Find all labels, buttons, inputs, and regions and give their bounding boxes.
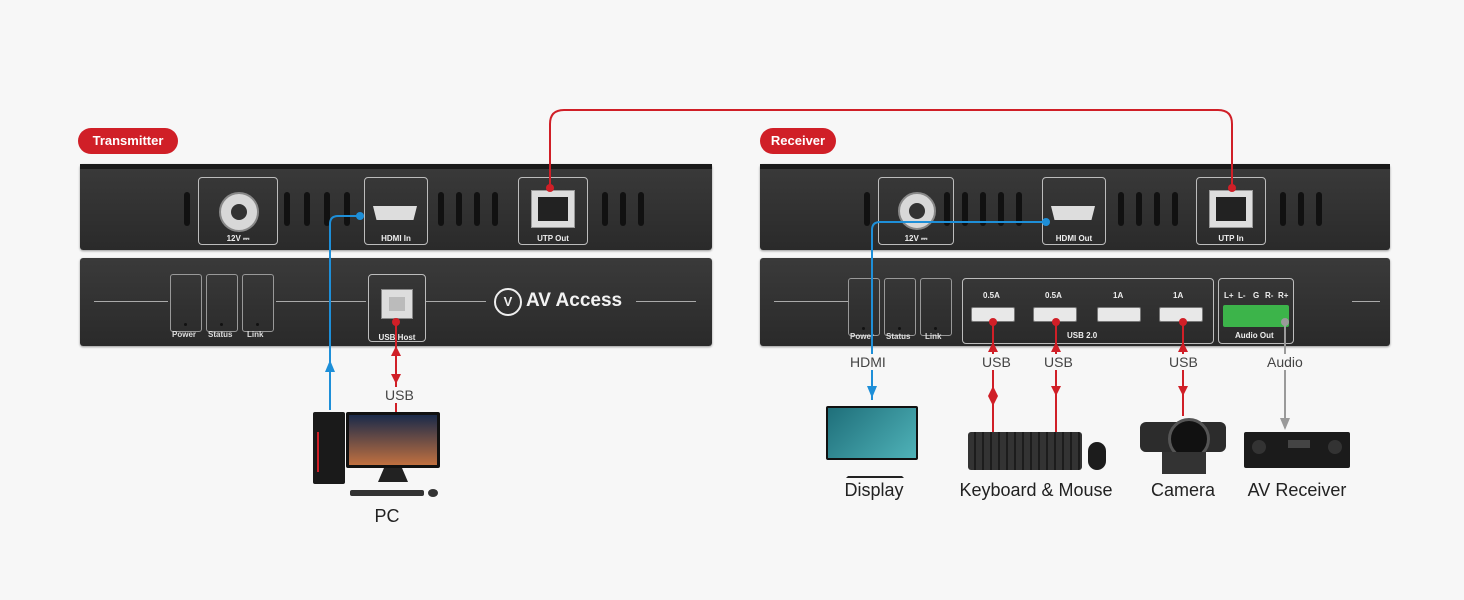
receiver-badge: Receiver [760, 128, 836, 154]
camera-label: Camera [1150, 480, 1216, 500]
usb-label-3: USB [1169, 354, 1198, 370]
tx-led-power [170, 274, 202, 332]
av-receiver-icon [1244, 432, 1350, 468]
usb-a-port-icon [1097, 307, 1141, 322]
rx-hdmi-out-port: HDMI Out [1042, 177, 1106, 245]
display-icon [826, 406, 918, 460]
tx-led-status [206, 274, 238, 332]
camera-icon [1140, 418, 1226, 460]
pc-label: PC [374, 506, 400, 526]
usb-label-1: USB [982, 354, 1011, 370]
rx-led-link [920, 278, 952, 336]
pc-usb-label: USB [385, 387, 414, 403]
pc-tower-icon [313, 412, 345, 484]
keyboard-icon [968, 432, 1082, 470]
terminal-block-icon [1223, 305, 1289, 327]
mouse-icon [1088, 442, 1106, 470]
rx-power-port: 12V ⎓ [878, 177, 954, 245]
brand-logo: V AV Access [494, 288, 634, 316]
rx-led-status [884, 278, 916, 336]
transmitter-rear-panel: 12V ⎓ HDMI In UTP Out [80, 164, 712, 250]
tx-hdmi-in-port: HDMI In [364, 177, 428, 245]
power-connector-icon [898, 192, 936, 230]
power-connector-icon [219, 192, 259, 232]
utp-tx-endpoint [546, 184, 554, 192]
keyboard-mouse-label: Keyboard & Mouse [959, 480, 1113, 500]
tx-utp-out-port: UTP Out [518, 177, 588, 245]
pc-mouse-icon [428, 489, 438, 497]
usb-b-connector-icon [381, 289, 413, 319]
rj45-connector-icon [531, 190, 575, 228]
av-receiver-label: AV Receiver [1247, 480, 1347, 500]
tx-hdmi-cable [329, 215, 360, 410]
audio-label: Audio [1267, 354, 1303, 370]
receiver-rear-panel: 12V ⎓ HDMI Out UTP In [760, 164, 1390, 250]
av-access-logo-icon: V [494, 288, 522, 316]
receiver-front-panel: Power Status Link 0.5A 0.5A 1A 1A USB 2.… [760, 258, 1390, 346]
utp-cable [549, 109, 1233, 188]
utp-rx-endpoint [1228, 184, 1236, 192]
tx-led-link [242, 274, 274, 332]
transmitter-badge: Transmitter [78, 128, 178, 154]
pc-monitor-icon [346, 412, 440, 468]
usb-label-2: USB [1044, 354, 1073, 370]
rx-audio-out-port: L+ L- G R- R+ Audio Out [1218, 278, 1294, 344]
rx-led-power [848, 278, 880, 336]
rx-hdmi-cable [871, 221, 1046, 400]
tx-power-port: 12V ⎓ [198, 177, 278, 245]
hdmi-connector-icon [373, 206, 417, 220]
hdmi-connector-icon [1051, 206, 1095, 220]
pc-keyboard-icon [350, 490, 424, 496]
display-label: Display [844, 480, 904, 500]
rj45-connector-icon [1209, 190, 1253, 228]
hdmi-label: HDMI [850, 354, 886, 370]
